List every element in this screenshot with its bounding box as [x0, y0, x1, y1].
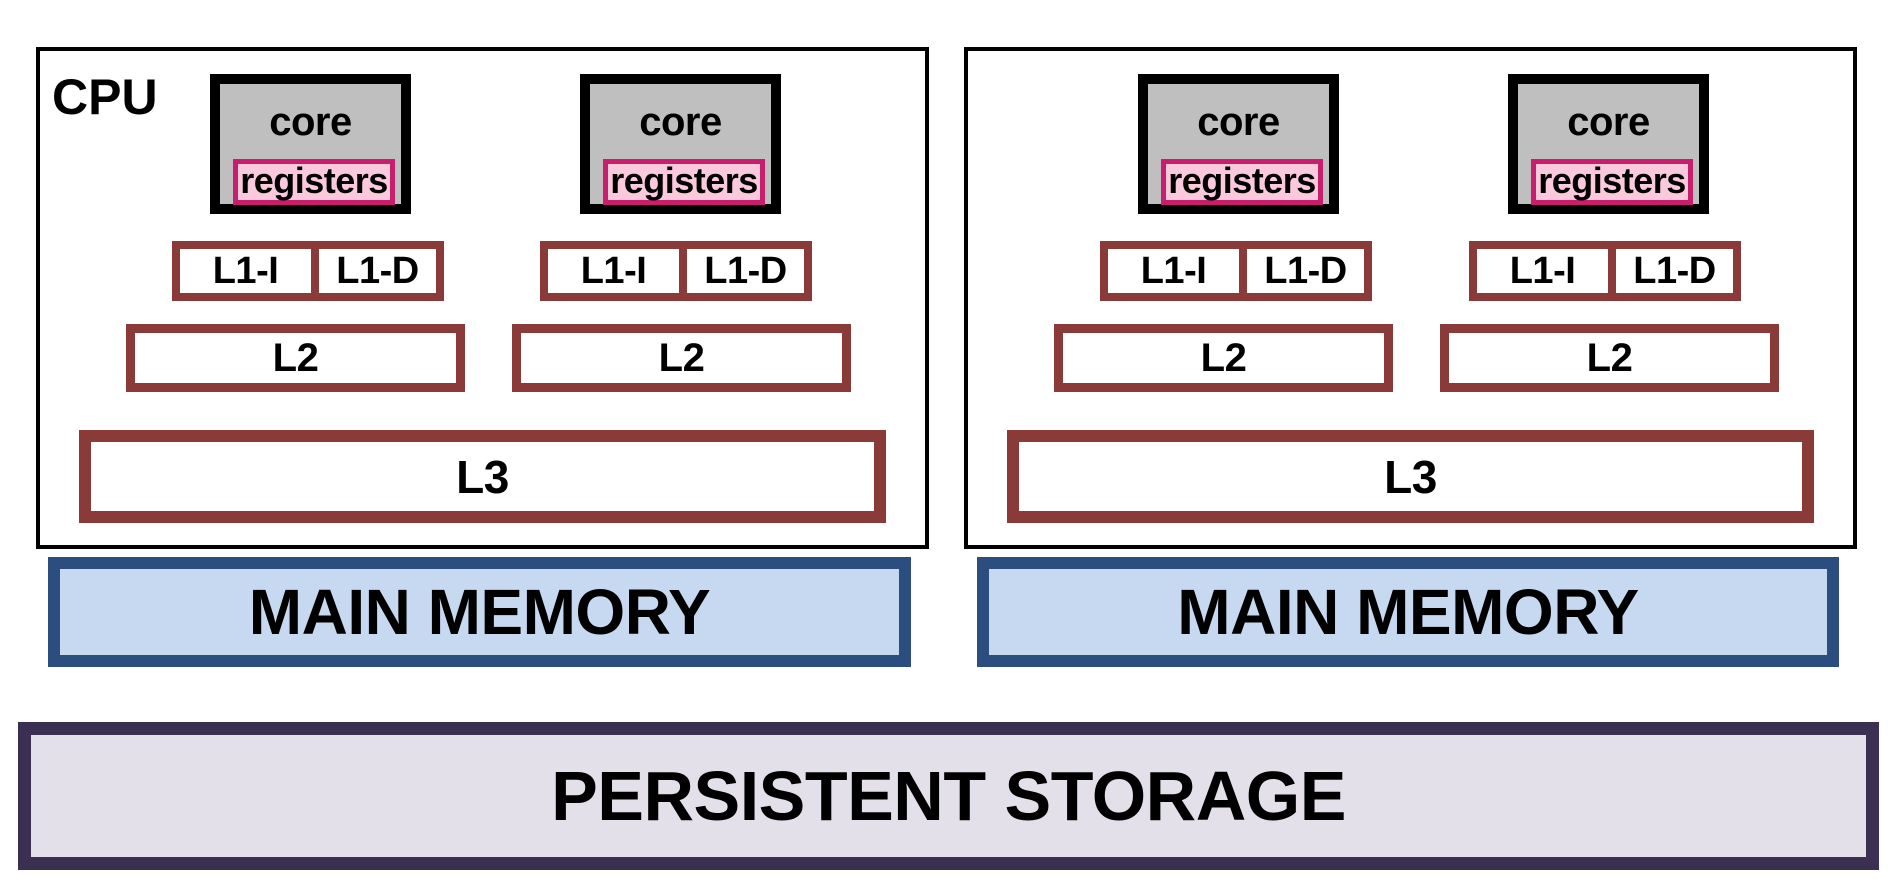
core-label: core [1197, 100, 1280, 144]
l2-cache-left-1: L2 [126, 324, 465, 392]
l1i-cache-right-2: L1-I [1469, 241, 1616, 301]
persistent-storage: PERSISTENT STORAGE [18, 722, 1879, 870]
main-memory-left: MAIN MEMORY [48, 557, 911, 667]
main-memory-right: MAIN MEMORY [977, 557, 1839, 667]
l3-cache-left: L3 [79, 430, 886, 523]
l1i-cache-right-1: L1-I [1100, 241, 1247, 301]
l1d-cache-left-2: L1-D [679, 241, 812, 301]
l2-cache-right-2: L2 [1440, 324, 1779, 392]
l1i-cache-left-1: L1-I [172, 241, 319, 301]
registers-left-2: registers [603, 159, 765, 205]
l3-cache-right: L3 [1007, 430, 1814, 523]
core-label: core [639, 100, 722, 144]
core-label: core [269, 100, 352, 144]
l1d-cache-right-1: L1-D [1239, 241, 1372, 301]
core-label: core [1567, 100, 1650, 144]
l1d-cache-right-2: L1-D [1608, 241, 1741, 301]
cpu-label: CPU [52, 69, 158, 125]
registers-right-1: registers [1161, 159, 1323, 205]
l1d-cache-left-1: L1-D [311, 241, 444, 301]
l2-cache-left-2: L2 [512, 324, 851, 392]
registers-right-2: registers [1531, 159, 1693, 205]
l1i-cache-left-2: L1-I [540, 241, 687, 301]
registers-left-1: registers [233, 159, 395, 205]
l2-cache-right-1: L2 [1054, 324, 1393, 392]
